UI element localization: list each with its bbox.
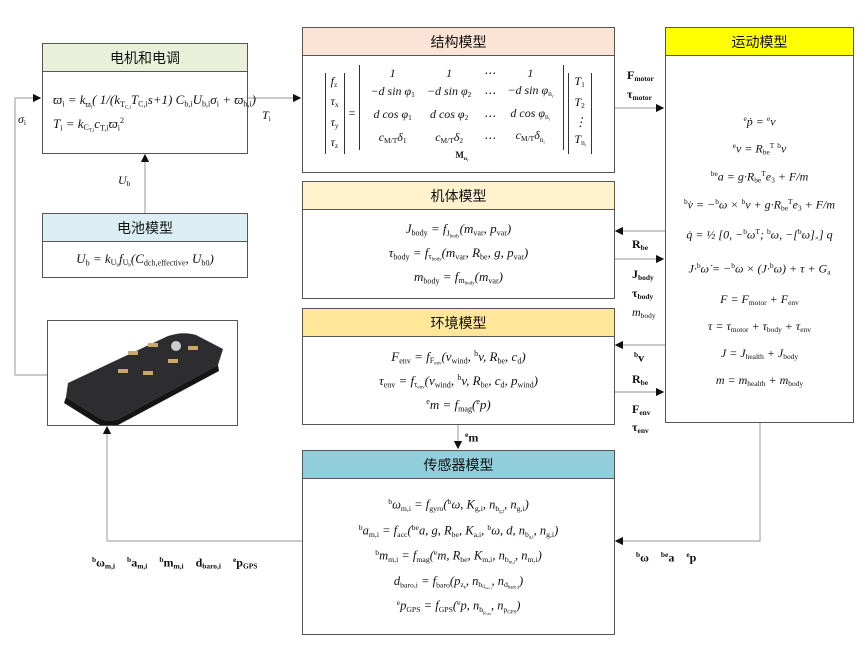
- tau-env-label: τenv: [632, 420, 649, 436]
- thrust-vector-entry: T1: [574, 74, 585, 90]
- matrix-cell: 1: [389, 66, 396, 81]
- motion-sensor-label: bω bea ep: [636, 550, 697, 565]
- voltage-label: Ub: [118, 173, 131, 189]
- pixhawk-board-icon: [64, 333, 223, 425]
- sigma-line: [14, 93, 47, 376]
- matrix-cell: d cos φ2: [429, 107, 469, 123]
- matrix-cell: cM/Tδnr: [515, 128, 546, 145]
- thrust-vector-entry: T2: [574, 94, 585, 110]
- thrust-vector-entry: Tnr: [574, 131, 587, 148]
- rbe-body-label: Rbe: [632, 237, 649, 253]
- motion-title: 运动模型: [666, 28, 853, 56]
- matrix-cell: cM/Tδ2: [435, 129, 464, 145]
- magnetometer-equation: bmm,i = fmag(em, Rbe, Km,i, nbm,i, nm,i): [375, 548, 542, 566]
- em-label: em: [465, 430, 479, 445]
- force-vector-entry: τx: [330, 94, 339, 110]
- allocation-matrix: 1 1 ⋯ 1 −d sin φ1 −d sin φ2 ⋯ −d sin φnr d cos φ…: [364, 65, 559, 150]
- matrix-cell: ⋯: [483, 131, 496, 146]
- matrix-cell: ⋯: [483, 66, 496, 81]
- matrix-row: 1 1 ⋯ 1: [364, 65, 559, 82]
- matrix-row: d cos φ1 d cos φ2 ⋯ d cos φnr: [364, 105, 559, 128]
- tau-body-label: τbody: [632, 286, 654, 302]
- environment-block: 环境模型 Fenv = fFenv(vwind, bv, Rbe, cd) τe…: [302, 308, 615, 425]
- thrust-vector-entry: ⋮: [574, 114, 587, 129]
- body-title: 机体模型: [303, 182, 614, 210]
- gyro-equation: bωm,i = fgyro(bω, Kg,i, nbg,i, ng,i): [388, 497, 529, 515]
- bv-label: bv: [634, 350, 645, 365]
- sensor-title: 传感器模型: [303, 451, 614, 479]
- sensor-out-line: [102, 425, 302, 542]
- motion-equation: ev = RbeT bv: [732, 141, 787, 158]
- sensor-block: 传感器模型 bωm,i = fgyro(bω, Kg,i, nbg,i, ng,…: [302, 450, 615, 635]
- force-vector: fz τx τy τz: [324, 73, 345, 154]
- matrix-row: −d sin φ1 −d sin φ2 ⋯ −d sin φnr: [364, 82, 559, 105]
- matrix-row: cM/Tδ1 cM/Tδ2 ⋯ cM/Tδnr: [364, 127, 559, 150]
- body-torque-equation: τbody = fτbody(mvar, Rbe, g, pvar): [388, 245, 529, 263]
- environment-title: 环境模型: [303, 309, 614, 337]
- matrix-cell: d cos φ1: [373, 107, 412, 123]
- body-inertia-equation: Jbody = fJbody(mvar, pvar): [405, 221, 512, 240]
- body-block: 机体模型 Jbody = fJbody(mvar, pvar) τbody = …: [302, 181, 615, 299]
- tau-motor-label: τmotor: [627, 87, 652, 103]
- motion-equation: τ = τmotor + τbody + τenv: [708, 319, 811, 335]
- motor-esc-block: 电机和电调 ϖi = kϖi( 1/(kTC,iTC,is+1) Cb,iUb,…: [42, 43, 256, 154]
- env-torque-equation: τenv = fτenv(vwind, bv, Rbe, cd, pwind): [379, 372, 538, 391]
- force-vector-entry: τz: [330, 134, 339, 150]
- barometer-equation: dbaro,i = fbaro(pze, nbdbaro,i, ndbaro,i…: [393, 573, 524, 591]
- rbe-env-label: Rbe: [632, 372, 649, 388]
- sensor-output-label: bωm,i bam,i bmm,i dbaro,i epGPS: [92, 555, 258, 571]
- flight-controller-photo: [47, 320, 238, 426]
- magnetic-field-equation: em = fmag(ep): [426, 396, 491, 414]
- battery-block: 电池模型 Ub = kUbfUb(Cdch,effective, Ub0): [42, 213, 248, 278]
- matrix-cell: ⋯: [483, 86, 496, 101]
- matrix-cell: −d sin φ2: [426, 84, 472, 100]
- motion-equation: eṗ = ev: [743, 114, 776, 129]
- force-vector-entry: τy: [330, 114, 339, 130]
- body-mass-equation: mbody = fmbody(mvar): [414, 268, 503, 287]
- matrix-cell: 1: [446, 66, 453, 81]
- motion-equation: q̇ = ½ [0, −bωT; bω, −[bω]×] q: [686, 227, 833, 244]
- matrix-cell: cM/Tδ1: [378, 129, 407, 145]
- motion-equation: J·bω̇ = −bω × (J·bω) + τ + Ga: [688, 261, 831, 277]
- motion-block: 运动模型 eṗ = ev ev = RbeT bv bea = g·RbeTe3 +…: [665, 27, 854, 423]
- thrust-equation: Ti = kCT,icT,iϖi2: [53, 116, 125, 134]
- thrust-label: Ti: [262, 108, 271, 124]
- gps-equation: epGPS = fGPS(ep, nbpGPS, npGPS): [396, 598, 521, 616]
- f-motor-label: Fmotor: [627, 68, 654, 84]
- m-body-label: mbody: [632, 305, 656, 321]
- motion-equation: bea = g·RbeTe3 + F/m: [710, 169, 809, 185]
- env-force-equation: Fenv = fFenv(vwind, bv, Rbe, cd): [391, 348, 526, 367]
- matrix-cell: −d sin φ1: [370, 84, 415, 100]
- f-env-label: Fenv: [632, 402, 651, 418]
- matrix-label: Mnr: [455, 150, 469, 162]
- motion-equation: m = mhealth + mbody: [715, 373, 804, 389]
- matrix-cell: ⋯: [483, 108, 496, 123]
- sigma-label: σi: [18, 112, 26, 128]
- structure-title: 结构模型: [303, 28, 614, 56]
- motion-equation: F = Fmotor + Fenv: [720, 291, 799, 308]
- motor-esc-title: 电机和电调: [43, 44, 247, 72]
- battery-equation: Ub = kUbfUb(Cdch,effective, Ub0): [76, 251, 214, 269]
- motor-equation: ϖi = kϖi( 1/(kTC,iTC,is+1) Cb,iUb,iσi + …: [53, 92, 257, 110]
- matrix-cell: 1: [527, 66, 534, 81]
- motion-equation: J = Jhealth + Jbody: [720, 346, 799, 362]
- motion-sensor-line: [614, 422, 761, 546]
- motion-equation: bv̇ = −bω × bv + g·RbeTe3 + F/m: [683, 196, 836, 213]
- battery-title: 电池模型: [43, 214, 247, 242]
- accelerometer-equation: bam,i = facc(bea, g, Rbe, Ka,i, bω, d, n…: [358, 522, 559, 541]
- j-body-label: Jbody: [632, 267, 654, 283]
- force-vector-entry: fz: [330, 74, 338, 90]
- matrix-cell: d cos φnr: [510, 105, 551, 122]
- matrix-cell: −d sin φnr: [507, 83, 554, 99]
